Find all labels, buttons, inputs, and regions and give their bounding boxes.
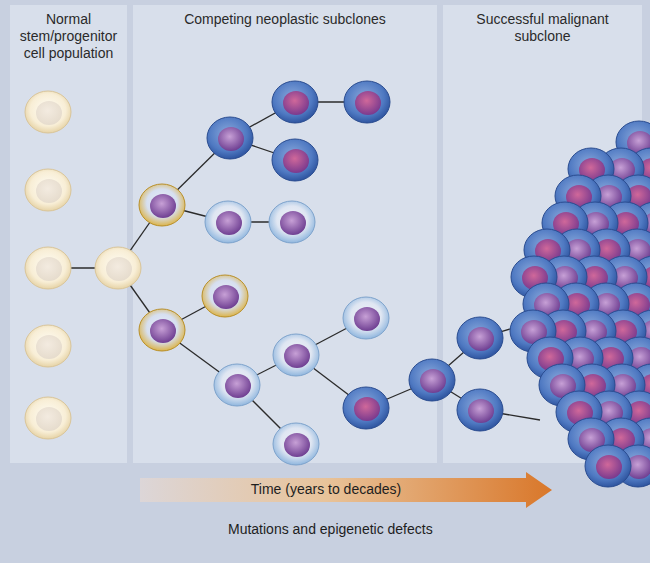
cell <box>25 397 71 439</box>
cell <box>214 364 260 406</box>
cell <box>273 334 319 376</box>
cell <box>343 297 389 339</box>
arrow-body <box>140 472 552 508</box>
cell <box>202 275 248 317</box>
cell <box>25 91 71 133</box>
cell <box>457 389 503 431</box>
cell <box>25 169 71 211</box>
cell <box>207 117 253 159</box>
cell <box>457 317 503 359</box>
arrow-label: Time (years to decades) <box>140 472 552 506</box>
cell <box>344 81 390 123</box>
cell <box>272 81 318 123</box>
cell <box>139 309 185 351</box>
column-heading: Successful malignant subclone <box>443 5 642 45</box>
column-heading: Normal stem/progenitor cell population <box>10 5 127 62</box>
cell <box>25 247 71 289</box>
cell <box>409 359 455 401</box>
cell <box>205 201 251 243</box>
cell <box>585 445 631 487</box>
cell <box>139 184 185 226</box>
column-heading: Competing neoplastic subclones <box>133 5 437 28</box>
cell <box>343 387 389 429</box>
cell <box>272 139 318 181</box>
cell <box>25 325 71 367</box>
cell <box>269 201 315 243</box>
cell <box>273 423 319 465</box>
cell <box>95 247 141 289</box>
time-arrow: Time (years to decades) <box>140 472 552 508</box>
axis-caption: Mutations and epigenetic defects <box>228 521 433 537</box>
column-panel: Normal stem/progenitor cell population <box>10 5 127 463</box>
